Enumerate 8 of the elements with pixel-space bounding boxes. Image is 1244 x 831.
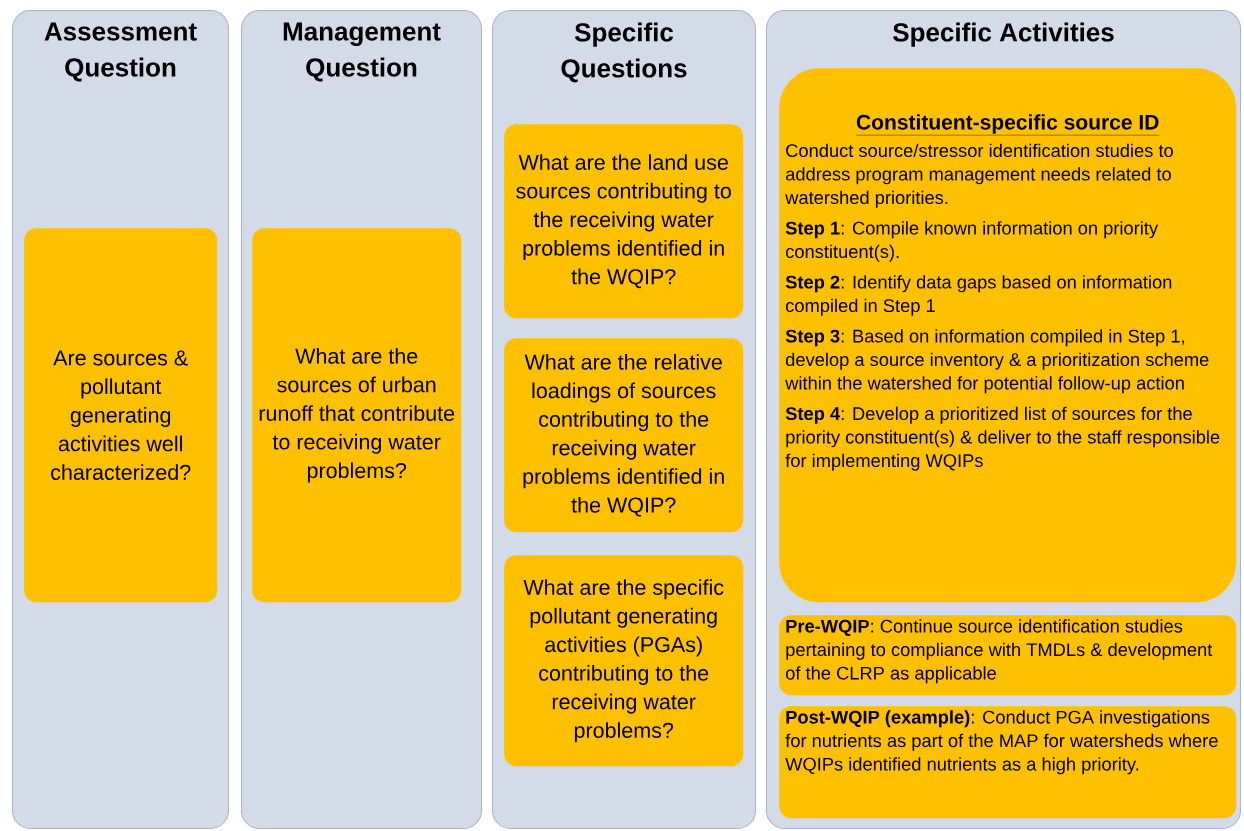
question-box: What are the relative loadings of sources contributing to the receiving water problems identified in the WQIP? [504,338,744,533]
question-box: What are the land use sources contributing to the receiving water problems identified in the WQIP? [504,124,744,319]
activity-box: Pre-WQIP: Continue source identification studies pertaining to compliance with TMDLs & development of the CLRP as applicable [779,615,1237,696]
question-box: What are the sources of urban runoff that contribute to receiving water problems? [252,228,462,603]
activity-box: Constituent-specific source ID Conduct source/stressor identification studies to address program management needs related to watershed priorities. Step 1: Compile known information on priority constituent(s). Step 2: Identify data gaps based on information compiled in Step 1 Step 3: Based on information compiled in Step 1, develop a source inventory & a prioritization scheme within the watershed for potential follow-up action Step 4: Develop a prioritized list of sources for the priority constituent(s) & deliver to the staff responsible for implementing WQIPs [779,68,1237,603]
question-box: Are sources & pollutant generating activities well characterized? [24,228,218,603]
activity-box: Post-WQIP (example): Conduct PGA investigations for nutrients as part of the MAP for watersheds where WQIPs identified nutrients as a high priority. [779,706,1237,819]
question-box: What are the specific pollutant generating activities (PGAs) contributing to the receiving water problems? [504,555,744,767]
